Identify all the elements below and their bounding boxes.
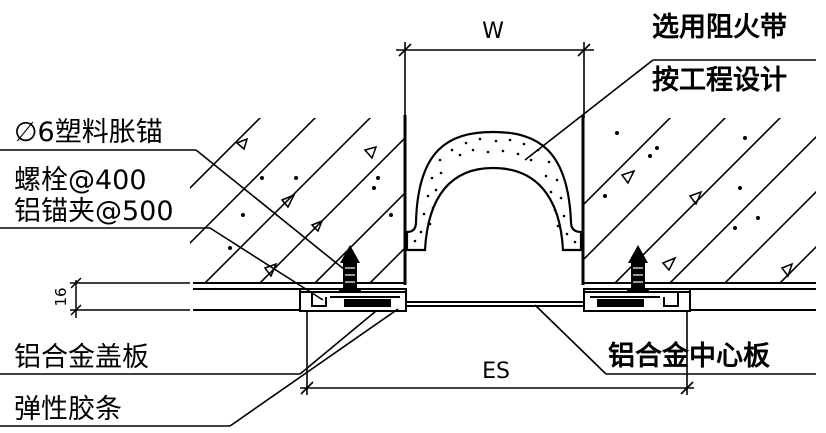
- center-plate-label: 铝合金中心板: [608, 340, 770, 372]
- right-aluminium-cover-plate: [583, 288, 691, 312]
- cover-plate-label: 铝合金盖板: [14, 342, 149, 373]
- left-anchor-bolt: [339, 245, 361, 293]
- clip-label: 铝锚夹@500: [14, 196, 174, 227]
- es-dimension-label: ES: [482, 359, 510, 384]
- left-aluminium-cover-plate: [299, 288, 407, 312]
- thickness-dimension-label: 16: [52, 287, 70, 306]
- rubber-strip-label: 弹性胶条: [14, 394, 122, 425]
- bolt-label: 螺栓@400: [14, 165, 147, 196]
- w-dimension: [396, 42, 594, 118]
- es-dimension: [300, 312, 694, 395]
- anchor-label: ∅6塑料胀锚: [14, 117, 163, 148]
- right-anchor-bolt: [627, 245, 649, 293]
- aluminium-center-plate: [406, 301, 584, 307]
- fire-strip-label-line1: 选用阻火带: [652, 12, 787, 43]
- floor-finish: [193, 282, 816, 311]
- left-concrete-slab: [190, 118, 405, 283]
- thickness-dimension: [70, 277, 190, 318]
- leader-lines: [0, 59, 816, 427]
- fire-resistant-strip: [405, 130, 583, 252]
- w-dimension-label: W: [482, 19, 504, 44]
- fire-strip-label-line2: 按工程设计: [652, 64, 787, 96]
